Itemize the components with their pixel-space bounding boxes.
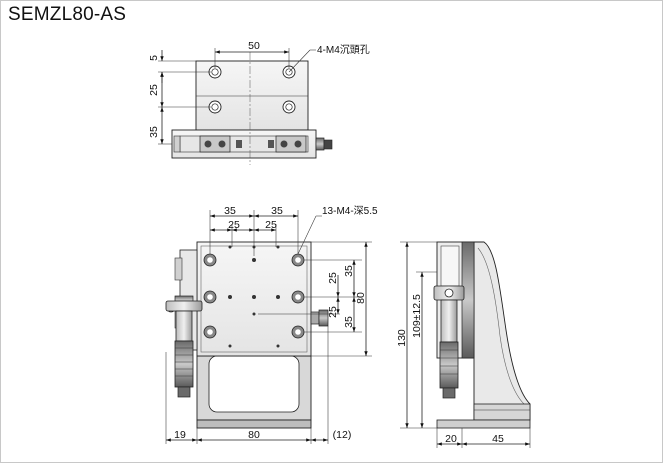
side-view: 130 109±12.5 20 45 [396,241,531,448]
side-view-bracket [473,241,531,421]
dim-side-130: 130 [396,329,408,347]
dim-side-45: 45 [492,433,504,445]
micrometer-side-icon [433,285,465,399]
dim-front-r-25-top: 25 [327,272,339,284]
dim-top-50: 50 [248,40,260,52]
threaded-hole-grid [203,245,305,348]
note-counterbore-holes: 4-M4沉頭孔 [317,43,370,56]
dim-side-109: 109±12.5 [411,294,423,338]
dim-front-12: (12) [333,429,352,441]
micrometer-icon [165,295,203,398]
dim-front-25-mid: 25 [265,219,277,231]
dim-front-19: 19 [174,429,186,441]
dim-front-35-right: 35 [271,205,283,217]
top-view: 50 4-M4沉頭孔 5 25 35 [148,40,370,165]
dim-top-35: 35 [148,126,160,138]
product-title: SEMZL80-AS [8,4,127,25]
dim-front-r-35-top: 35 [343,265,355,277]
lock-knob-icon [318,309,329,327]
dim-front-80-vertical: 80 [355,292,367,304]
knob-icon [315,137,325,151]
dim-top-5: 5 [148,55,160,61]
dim-front-25-left: 25 [228,219,240,231]
dim-front-r-35-bottom: 35 [343,316,355,328]
dim-front-80-bottom: 80 [248,429,260,441]
note-threaded-holes: 13-M4-深5.5 [322,205,378,217]
dim-side-20: 20 [445,433,457,445]
dim-front-35-left: 35 [224,205,236,217]
dim-front-r-25-bottom: 25 [327,306,339,318]
counterbore-hole [282,100,296,114]
front-view: 35 35 25 25 13-M4-深5.5 35 25 25 35 80 [165,205,378,444]
dim-top-25: 25 [148,84,160,96]
